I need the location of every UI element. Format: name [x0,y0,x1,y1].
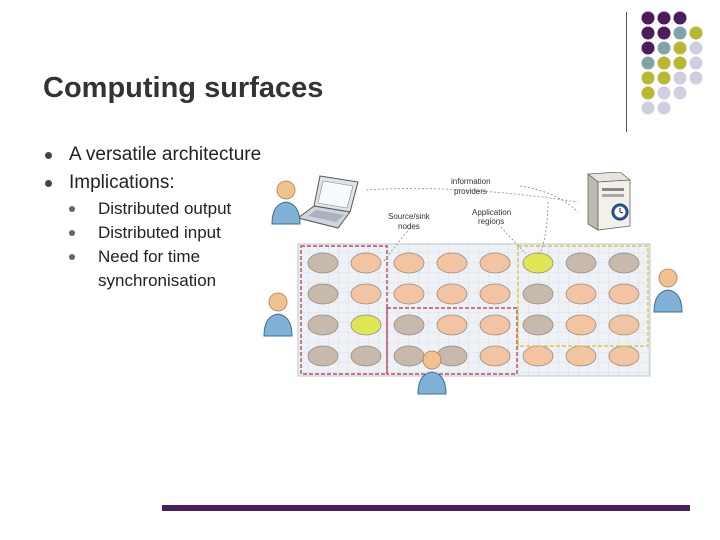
connector-line [519,185,579,213]
grid-node [565,252,597,274]
decorative-dot [689,26,703,40]
server-icon [586,172,632,231]
person-icon [271,180,301,225]
divider-line [626,12,627,132]
person-icon [417,350,447,395]
decorative-dot [689,71,703,85]
grid-node [565,314,597,336]
grid-node [436,345,468,367]
connector-line [382,227,411,263]
grid-node [522,345,554,367]
decorative-dot [673,71,687,85]
person-icon [653,268,683,313]
grid-node [522,283,554,305]
bullet-list: A versatile architecture Implications: D… [45,141,261,293]
grid-node [350,283,382,305]
grid-node [608,283,640,305]
grid-node [522,252,554,274]
decorative-dot [657,11,671,25]
decorative-dot [641,86,655,100]
grid-node [479,345,511,367]
sub-bullet-list: Distributed output Distributed input Nee… [69,197,261,293]
application-region [517,245,649,347]
decorative-dot [689,56,703,70]
node-grid [307,252,640,367]
grid-node [393,252,425,274]
application-region [386,307,518,375]
grid-node [479,314,511,336]
grid-node [608,314,640,336]
decorative-dot [641,11,655,25]
clock-icon [611,203,629,221]
grid-node [307,314,339,336]
laptop-icon [296,175,359,229]
footer-accent-bar [162,505,690,511]
decorative-dot [673,56,687,70]
decorative-dot [673,86,687,100]
label-application-regions-2: regions [478,217,504,226]
grid-node [307,345,339,367]
grid-node [350,345,382,367]
grid-node [608,252,640,274]
grid-node [479,283,511,305]
grid-node [565,283,597,305]
decorative-dot [657,86,671,100]
grid-node [393,345,425,367]
decorative-dot [689,41,703,55]
decorative-dot [641,41,655,55]
slide-title: Computing surfaces [43,72,324,104]
decorative-dot [673,11,687,25]
decorative-dot [641,26,655,40]
person-icon [263,292,293,337]
decorative-dot [641,71,655,85]
decorative-dot [657,71,671,85]
connector-line [365,188,579,203]
connector-line [539,201,549,255]
decorative-dot [673,26,687,40]
label-source-sink-nodes-2: nodes [398,222,420,231]
grid-node [393,314,425,336]
grid-node [436,314,468,336]
label-application-regions: Application [472,208,511,217]
sub-bullet-text: Need for time [98,247,201,266]
grid-node [307,252,339,274]
bullet-item: Implications: Distributed output Distrib… [45,169,261,293]
grid-node [307,283,339,305]
decorative-dot [657,41,671,55]
decorative-dot [641,56,655,70]
grid-node [393,283,425,305]
decorative-dot [657,56,671,70]
connector-line [497,223,527,255]
decorative-dot [657,101,671,115]
grid-node [479,252,511,274]
bullet-item: A versatile architecture [45,141,261,169]
grid-node [608,345,640,367]
sub-bullet-item: Need for time synchronisation [69,245,261,293]
grid-node [565,345,597,367]
decorative-dot-grid [641,11,703,115]
label-source-sink-nodes: Source/sink [388,212,431,221]
sub-bullet-text-continued: synchronisation [98,271,217,290]
grid-node [350,314,382,336]
sub-bullet-item: Distributed output [69,197,261,221]
bullet-text: Implications: [69,172,175,193]
label-information-providers-2: providers [454,187,487,196]
grid-node [436,252,468,274]
grid-node [350,252,382,274]
grid-node [522,314,554,336]
computing-surface-diagram: information providers Source/sink nodes … [263,172,683,395]
grid-node [436,283,468,305]
decorative-dot [673,41,687,55]
decorative-dot [641,101,655,115]
sub-bullet-item: Distributed input [69,221,261,245]
decorative-dot [657,26,671,40]
label-information-providers: information [451,177,491,186]
